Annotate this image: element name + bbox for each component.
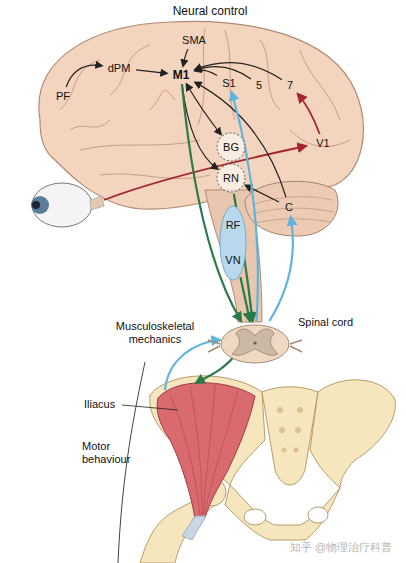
brain-gyri bbox=[60, 28, 350, 179]
eye-pupil bbox=[32, 201, 40, 209]
node-text: 7 bbox=[287, 79, 293, 92]
pathway-arrow bbox=[195, 82, 286, 197]
brain-outline bbox=[39, 21, 363, 209]
node-text: S1 bbox=[222, 77, 235, 90]
muscle-label: Iliacus bbox=[84, 398, 134, 411]
brainstem-oval: RF VN bbox=[219, 205, 247, 281]
pathway-arrow bbox=[195, 70, 217, 75]
node-text: M1 bbox=[173, 69, 190, 82]
node-text: 5 bbox=[256, 79, 262, 92]
nucleus-circle: BG bbox=[216, 132, 246, 162]
visual-pathway bbox=[104, 146, 306, 200]
pathway-arrow bbox=[195, 63, 282, 80]
muscle-fibres bbox=[170, 384, 238, 515]
node-text: V1 bbox=[316, 137, 329, 150]
pelvis bbox=[140, 376, 395, 563]
obturator-foramen bbox=[308, 507, 328, 523]
nucleus-circle: RN bbox=[216, 163, 246, 193]
pathway-arrow bbox=[269, 217, 292, 321]
optic-nerve bbox=[90, 196, 104, 210]
region-label: S1 bbox=[218, 75, 240, 91]
cerebellum-folia bbox=[252, 197, 334, 223]
white-matter bbox=[221, 325, 289, 363]
watermark: 知乎 @物理治疗科普 bbox=[290, 541, 406, 554]
pathway-arrow bbox=[240, 277, 250, 321]
region-label: PF bbox=[52, 88, 74, 104]
leader-line bbox=[122, 405, 178, 410]
cerebellum bbox=[245, 181, 338, 236]
pathway-arrow bbox=[136, 70, 167, 74]
node-text: SMA bbox=[182, 34, 206, 47]
section-label: Motor behaviour bbox=[82, 440, 144, 466]
area-number: 7 bbox=[283, 77, 297, 93]
grey-matter bbox=[232, 329, 278, 355]
region-label: V1 bbox=[311, 135, 335, 151]
iliacus-muscle bbox=[157, 383, 255, 518]
node-text: PF bbox=[56, 90, 70, 103]
region-label: C bbox=[280, 198, 298, 216]
pathway-arrow bbox=[182, 84, 218, 169]
node-text: BG bbox=[223, 141, 239, 154]
outline-ellipse bbox=[217, 133, 245, 161]
pathway-arrow bbox=[66, 65, 102, 87]
sensory-input-arrow bbox=[165, 340, 220, 390]
section-label: Musculoskeletal mechanics bbox=[100, 320, 210, 346]
node-text: C bbox=[285, 201, 293, 214]
pathway-arrow bbox=[182, 84, 241, 321]
node-text: VN bbox=[225, 254, 240, 267]
eye-iris bbox=[31, 196, 49, 214]
diagram-title: Neural control bbox=[160, 5, 260, 18]
node-text: RN bbox=[223, 172, 239, 185]
region-label: M1 bbox=[168, 67, 194, 83]
central-canal bbox=[253, 341, 256, 344]
structure-label: Spinal cord bbox=[298, 316, 353, 329]
area-number: 5 bbox=[252, 77, 266, 93]
tendon bbox=[182, 516, 206, 540]
outline-ellipse bbox=[217, 164, 245, 192]
pathway-arrow bbox=[183, 49, 188, 66]
pathway-arrow bbox=[245, 185, 279, 202]
sacral-foramina bbox=[277, 407, 303, 453]
spinal-cord-section: Spinal cord bbox=[218, 322, 292, 366]
pathway-arrow bbox=[298, 94, 320, 134]
region-label: dPM bbox=[103, 60, 135, 76]
outline-ellipse bbox=[220, 206, 246, 280]
node-text: RF bbox=[226, 219, 241, 232]
node-text: dPM bbox=[108, 62, 131, 75]
spinal-cord-cross-section bbox=[218, 322, 292, 366]
pathway-arrow bbox=[186, 84, 221, 135]
region-label: SMA bbox=[178, 32, 210, 48]
obturator-foramen bbox=[244, 509, 266, 525]
eye bbox=[32, 183, 92, 227]
node-outline bbox=[219, 205, 247, 281]
